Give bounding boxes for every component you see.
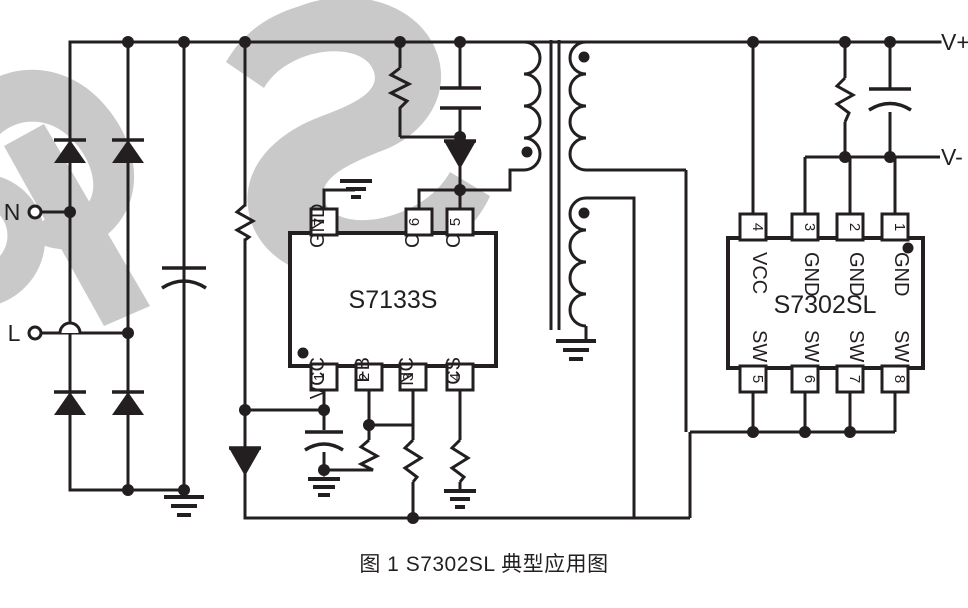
pin-number-u2-2: 2 <box>846 223 863 231</box>
diode-d3 <box>54 390 86 415</box>
pad-u2-2 <box>835 212 865 242</box>
dot-auxiliary <box>578 207 590 219</box>
ic-s7133s <box>288 207 498 392</box>
wire-aux-top <box>586 196 636 518</box>
pin-name-u2-sw6: SW <box>800 330 822 362</box>
resistor-r6 <box>834 76 857 123</box>
pin1-marker-u2 <box>902 242 914 254</box>
wire-u1-pin6 <box>417 188 460 209</box>
dot-primary <box>521 146 533 158</box>
pin-number-u2-4: 4 <box>749 223 766 231</box>
pad-u2-5 <box>738 364 768 394</box>
pad-u2-6 <box>790 364 820 394</box>
pin-number-u2-5: 5 <box>749 375 766 383</box>
ground-cs <box>444 489 476 509</box>
pin-number-u1-3: 3 <box>400 373 417 381</box>
pad-u1-4 <box>445 362 475 392</box>
pin-name-u1-gnd: GND <box>307 204 329 248</box>
pin-number-u1-5: 5 <box>447 218 464 226</box>
pad-u2-8 <box>880 364 910 394</box>
pin-name-u2-sw8: SW <box>890 330 912 362</box>
pin-number-u1-2: 2 <box>356 373 373 381</box>
ground-vcc <box>308 470 340 497</box>
pin-number-u2-6: 6 <box>801 375 818 383</box>
pin-number-u2-1: 1 <box>891 223 908 231</box>
terminal-label-l: L <box>8 320 21 346</box>
pin-number-u1-4: 4 <box>447 373 464 381</box>
ground-aux <box>556 339 596 361</box>
pin-name-u1-fb: FB <box>352 357 374 383</box>
capacitor-c4 <box>868 87 912 112</box>
pin1-marker-u1 <box>297 347 309 359</box>
pin-name-u1-c5: C <box>443 234 465 248</box>
resistor-r1 <box>387 66 413 112</box>
diode-d6 <box>229 446 261 476</box>
winding-primary <box>523 40 542 172</box>
diode-d1 <box>54 138 86 163</box>
wire-primary-bottom <box>460 168 524 192</box>
pad-u2-4 <box>738 212 768 242</box>
pad-u1-5 <box>445 207 475 237</box>
pin-name-u2-gnd2: GND <box>845 252 867 296</box>
resistor-r4 <box>402 438 424 483</box>
ground-pin7 <box>340 179 372 199</box>
pin-number-u2-8: 8 <box>891 375 908 383</box>
pad-u1-2 <box>354 362 384 392</box>
dot-secondary <box>578 51 590 63</box>
pin-number-u1-6: 6 <box>406 218 423 226</box>
diode-d2 <box>112 138 144 163</box>
pin-name-u2-vcc: VCC <box>748 252 770 294</box>
pin-name-u1-c6: C <box>402 234 424 248</box>
terminal-n-node <box>27 204 43 220</box>
pin-number-u2-7: 7 <box>846 375 863 383</box>
ic-s7302sl <box>726 212 925 394</box>
pin-name-u1-vcc: VCC <box>307 357 329 399</box>
capacitor-c2 <box>440 86 481 110</box>
wire-u1-pin7 <box>322 188 355 209</box>
terminal-label-vplus: V+ <box>941 29 968 55</box>
pin-name-u2-gnd1: GND <box>890 252 912 296</box>
resistor-r5 <box>449 438 471 483</box>
terminal-label-vminus: V- <box>941 144 963 170</box>
transformer-t1 <box>460 40 753 518</box>
resistor-r2 <box>233 203 257 242</box>
pin-number-u2-3: 3 <box>801 223 818 231</box>
pin-name-u2-gnd3: GND <box>800 252 822 296</box>
pin-number-u1-7: 7 <box>311 218 328 226</box>
diode-d4 <box>112 390 144 415</box>
winding-secondary <box>568 40 587 172</box>
resistor-r3 <box>357 438 381 472</box>
terminal-label-n: N <box>4 199 21 225</box>
pin-name-u2-sw7: SW <box>845 330 867 362</box>
terminal-l-node <box>27 325 43 341</box>
pad-u1-7 <box>309 207 339 237</box>
pin-name-u2-sw5: SW <box>748 330 770 362</box>
pad-u1-6 <box>404 207 434 237</box>
pin-name-u1-cs: CS <box>443 357 465 385</box>
ic-label-s7302sl: S7302SL <box>774 291 877 319</box>
pin-name-u1-nc: NC <box>396 357 418 386</box>
ic-label-s7133s: S7133S <box>349 286 438 314</box>
figure-caption: 图 1 S7302SL 典型应用图 <box>359 553 609 576</box>
winding-aux <box>568 196 587 328</box>
bridge-rectifier <box>54 138 144 415</box>
diode-d5 <box>444 139 476 169</box>
junction-dots <box>64 36 896 524</box>
capacitor-c3 <box>304 430 344 452</box>
wire-crossover-hop <box>58 321 82 334</box>
pin-number-u1-1: 1 <box>311 373 328 381</box>
